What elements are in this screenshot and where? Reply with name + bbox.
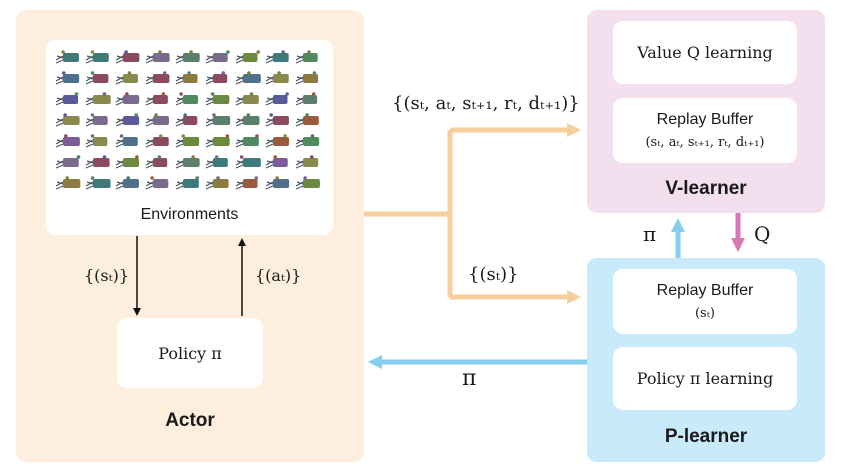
environment-thumbnail (235, 50, 260, 64)
environment-thumbnail (175, 50, 200, 64)
environment-thumbnail (265, 50, 289, 64)
environment-thumbnail (145, 113, 169, 127)
environments-box: Environments (46, 40, 333, 235)
v-replay-buffer-box: Replay Buffer (sₜ, aₜ, sₜ₊₁, rₜ, dₜ₊₁) (613, 98, 797, 163)
environment-thumbnail (55, 92, 78, 106)
environment-thumbnail (265, 155, 288, 169)
environment-thumbnail (175, 176, 199, 190)
environment-thumbnail (265, 71, 289, 85)
environment-thumbnail (145, 155, 167, 169)
environment-thumbnail (265, 92, 289, 106)
q-to-p-label: Q (754, 222, 771, 246)
environment-thumbnail (235, 113, 259, 127)
value-q-learning-box: Value Q learning (613, 21, 797, 84)
environment-thumbnail (115, 50, 139, 64)
environment-thumbnail (295, 134, 319, 148)
environment-thumbnail (205, 113, 230, 127)
states-label: {(sₜ)} (468, 264, 519, 285)
policy-return-label: π (462, 366, 477, 391)
actor-title: Actor (165, 410, 215, 431)
environment-thumbnail (205, 50, 230, 64)
environment-thumbnail (265, 134, 289, 148)
environment-thumbnail (205, 176, 229, 190)
environments-thumbnail-grid (55, 50, 320, 190)
environment-thumbnail (235, 71, 261, 85)
environment-thumbnail (115, 155, 139, 169)
environment-thumbnail (235, 92, 259, 106)
environment-thumbnail (115, 71, 138, 85)
orange-connector-line (364, 130, 453, 297)
environment-thumbnail (55, 71, 79, 85)
p-replay-buffer-contents: (sₜ) (694, 306, 716, 321)
environment-thumbnail (205, 92, 229, 106)
environment-thumbnail (295, 50, 318, 64)
environment-thumbnail (115, 134, 138, 148)
environment-thumbnail (205, 71, 227, 85)
environment-thumbnail (85, 71, 108, 85)
action-set-label: {(aₜ)} (255, 266, 302, 285)
policy-to-v-label: π (643, 222, 657, 246)
value-q-learning-label: Value Q learning (637, 43, 773, 62)
p-replay-buffer-label: Replay Buffer (656, 282, 754, 299)
environment-thumbnail (145, 92, 168, 106)
environment-thumbnail (115, 176, 139, 190)
environment-thumbnail (145, 134, 169, 148)
v-replay-buffer-label: Replay Buffer (656, 111, 754, 128)
environment-thumbnail (265, 176, 289, 190)
environments-label: Environments (140, 206, 239, 223)
environment-thumbnail (205, 134, 230, 148)
environment-thumbnail (85, 176, 111, 190)
environment-thumbnail (85, 134, 107, 148)
environment-thumbnail (295, 113, 319, 127)
transitions-label: {(sₜ, aₜ, sₜ₊₁, rₜ, dₜ₊₁)} (392, 93, 580, 114)
environment-thumbnail (175, 71, 198, 85)
p-replay-buffer-box: Replay Buffer (sₜ) (613, 269, 797, 334)
environment-thumbnail (175, 134, 199, 148)
environment-thumbnail (235, 134, 259, 148)
environment-thumbnail (55, 50, 79, 64)
environment-thumbnail (235, 155, 261, 169)
environment-thumbnail (115, 92, 139, 106)
policy-learning-box: Policy π learning (613, 347, 797, 410)
environment-thumbnail (295, 155, 318, 169)
environment-thumbnail (175, 92, 198, 106)
environment-thumbnail (145, 71, 169, 85)
environment-thumbnail (295, 92, 317, 106)
p-learner-title: P-learner (664, 426, 748, 447)
environment-thumbnail (175, 155, 200, 169)
environment-thumbnail (85, 113, 108, 127)
environment-thumbnail (55, 155, 80, 169)
environment-thumbnail (85, 50, 109, 64)
environment-thumbnail (115, 113, 139, 127)
environment-thumbnail (55, 113, 80, 127)
policy-label: Policy π (158, 343, 222, 363)
environment-thumbnail (55, 134, 80, 148)
environment-thumbnail (85, 92, 111, 106)
environment-thumbnail (295, 176, 320, 190)
policy-box: Policy π (117, 318, 263, 388)
state-set-label: {(sₜ)} (84, 266, 129, 285)
environment-thumbnail (265, 113, 289, 127)
environment-thumbnail (205, 155, 228, 169)
environment-thumbnail (235, 176, 258, 190)
v-replay-buffer-contents: (sₜ, aₜ, sₜ₊₁, rₜ, dₜ₊₁) (645, 135, 765, 150)
environment-thumbnail (295, 71, 318, 85)
v-learner-title: V-learner (665, 178, 747, 199)
environment-thumbnail (145, 50, 170, 64)
environment-thumbnail (55, 176, 80, 190)
environment-thumbnail (145, 176, 168, 190)
environment-thumbnail (85, 155, 110, 169)
policy-learning-label: Policy π learning (636, 369, 774, 388)
environment-thumbnail (175, 113, 197, 127)
